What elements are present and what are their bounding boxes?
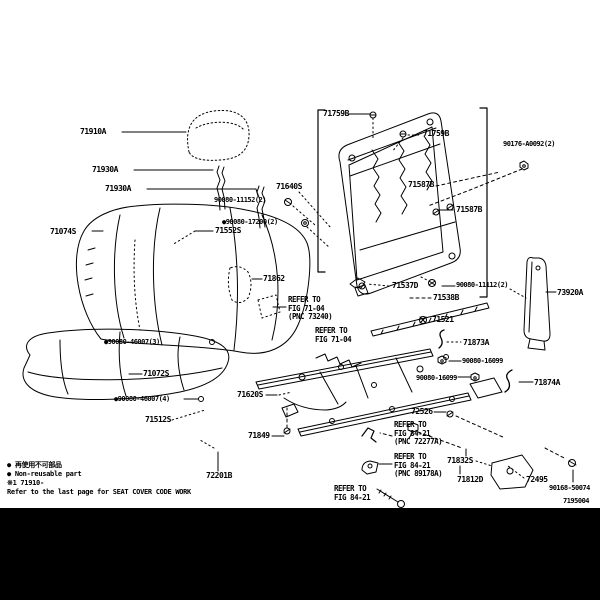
refer-line: REFER TO (394, 452, 427, 461)
part-label-90080-11112[interactable]: 90080-11112(2) (456, 281, 509, 289)
refer-line: FIG 84-21 (394, 428, 431, 438)
refer-line: FIG 84-21 (334, 492, 371, 502)
part-label-90080-46007-4[interactable]: ●90080-46007(4) (114, 395, 170, 403)
part-label-71759b-2[interactable]: 71759B (423, 129, 449, 138)
part-label-71587b-2[interactable]: 71587B (456, 205, 482, 214)
part-label-71620s[interactable]: 71620S (237, 390, 263, 399)
refer-line: (PNC 89178A) (394, 469, 443, 478)
part-label-90168-50074[interactable]: 90168-50074 (549, 484, 590, 492)
legend-nonreusable-en: ● Non-reusable part (7, 470, 82, 478)
refer-line: REFER TO (288, 295, 321, 304)
part-label-73920a[interactable]: 73920A (557, 288, 583, 297)
refer-note-fig71-04-a[interactable]: REFER TO FIG 71-04 (PNC 73240) (288, 295, 333, 322)
part-label-71874a[interactable]: 71874A (534, 378, 560, 387)
part-label-90080-16099-1[interactable]: 90080-16099 (462, 357, 503, 365)
part-label-71552s[interactable]: 71552S (215, 226, 241, 235)
part-label-72526[interactable]: 72526 (411, 407, 433, 416)
part-label-71537d[interactable]: 71537D (392, 281, 418, 290)
seat-rails-art (255, 348, 503, 437)
part-label-72201b[interactable]: 72201B (206, 471, 232, 480)
seat-back-art (75, 203, 311, 354)
seat-cushion-art (22, 328, 230, 400)
part-label-71072s[interactable]: 71072S (143, 369, 169, 378)
refer-note-fig71-04-b[interactable]: REFER TO FIG 71-04 (315, 326, 352, 344)
part-label-90080-17200[interactable]: ●90080-17200(2) (222, 218, 278, 226)
dashed-leaders (286, 168, 567, 460)
refer-line: (PNC 73240) (288, 312, 333, 321)
refer-line: (PNC 72277A) (394, 437, 443, 446)
refer-line: REFER TO (394, 420, 427, 429)
refer-line: REFER TO (334, 484, 367, 493)
refer-line: FIG 84-21 (394, 460, 431, 470)
group-bracket (317, 107, 488, 298)
part-label-71873a[interactable]: 71873A (463, 338, 489, 347)
part-label-71538b[interactable]: 71538B (433, 293, 459, 302)
fastener-icons (198, 111, 577, 508)
bottom-black-bar (0, 508, 600, 600)
legend-note-1: ※1 71910- (7, 479, 44, 487)
part-label-71862[interactable]: 71862 (263, 274, 285, 283)
cushion-shield-art (490, 454, 534, 490)
legend-seat-cover-note: Refer to the last page for SEAT COVER CO… (7, 488, 191, 496)
refer-line: FIG 71-04 (288, 303, 325, 313)
legend-nonreusable-jp: ● 再使用不可部品 (7, 461, 62, 469)
part-label-72495[interactable]: 72495 (526, 475, 548, 484)
figure-code: 7195004 (563, 497, 590, 505)
leader-lines (91, 113, 574, 483)
refer-note-fig84-21-c[interactable]: REFER TO FIG 84-21 (334, 484, 371, 502)
part-label-71832s[interactable]: 71832S (447, 456, 473, 465)
recline-rod-art (370, 302, 490, 337)
part-label-90080-11152[interactable]: 90080-11152(2) (214, 196, 267, 204)
part-label-71074s[interactable]: 71074S (50, 227, 76, 236)
part-label-90080-46007-3[interactable]: ●90080-46007(3) (104, 338, 160, 346)
part-label-90176-a0092[interactable]: 90176-A0092(2) (503, 140, 556, 148)
part-label-71759b-1[interactable]: 71759B (323, 109, 349, 118)
headrest-art (187, 109, 250, 161)
part-label-71849[interactable]: 71849 (248, 431, 270, 440)
part-label-71587b-1[interactable]: 71587B (408, 180, 434, 189)
seat-back-frame-art (338, 112, 461, 297)
refer-note-fig84-21-b[interactable]: REFER TO FIG 84-21 (PNC 89178A) (394, 452, 443, 479)
part-label-71521[interactable]: 71521 (432, 315, 454, 324)
side-shield-art (523, 257, 551, 351)
legend: ● 再使用不可部品 ● Non-reusable part ※1 71910- … (7, 461, 191, 497)
dotted-leaders (171, 117, 527, 479)
refer-line: FIG 71-04 (315, 334, 352, 344)
part-label-71640s[interactable]: 71640S (276, 182, 302, 191)
part-label-71930a-2[interactable]: 71930A (105, 184, 131, 193)
part-label-90080-16099-2[interactable]: 90080-16099 (416, 374, 457, 382)
part-label-71910a[interactable]: 71910A (80, 127, 106, 136)
refer-note-fig84-21-a[interactable]: REFER TO FIG 84-21 (PNC 72277A) (394, 420, 443, 447)
part-label-71930a-1[interactable]: 71930A (92, 165, 118, 174)
refer-line: REFER TO (315, 326, 348, 335)
part-label-71812d[interactable]: 71812D (457, 475, 483, 484)
part-label-71512s[interactable]: 71512S (145, 415, 171, 424)
